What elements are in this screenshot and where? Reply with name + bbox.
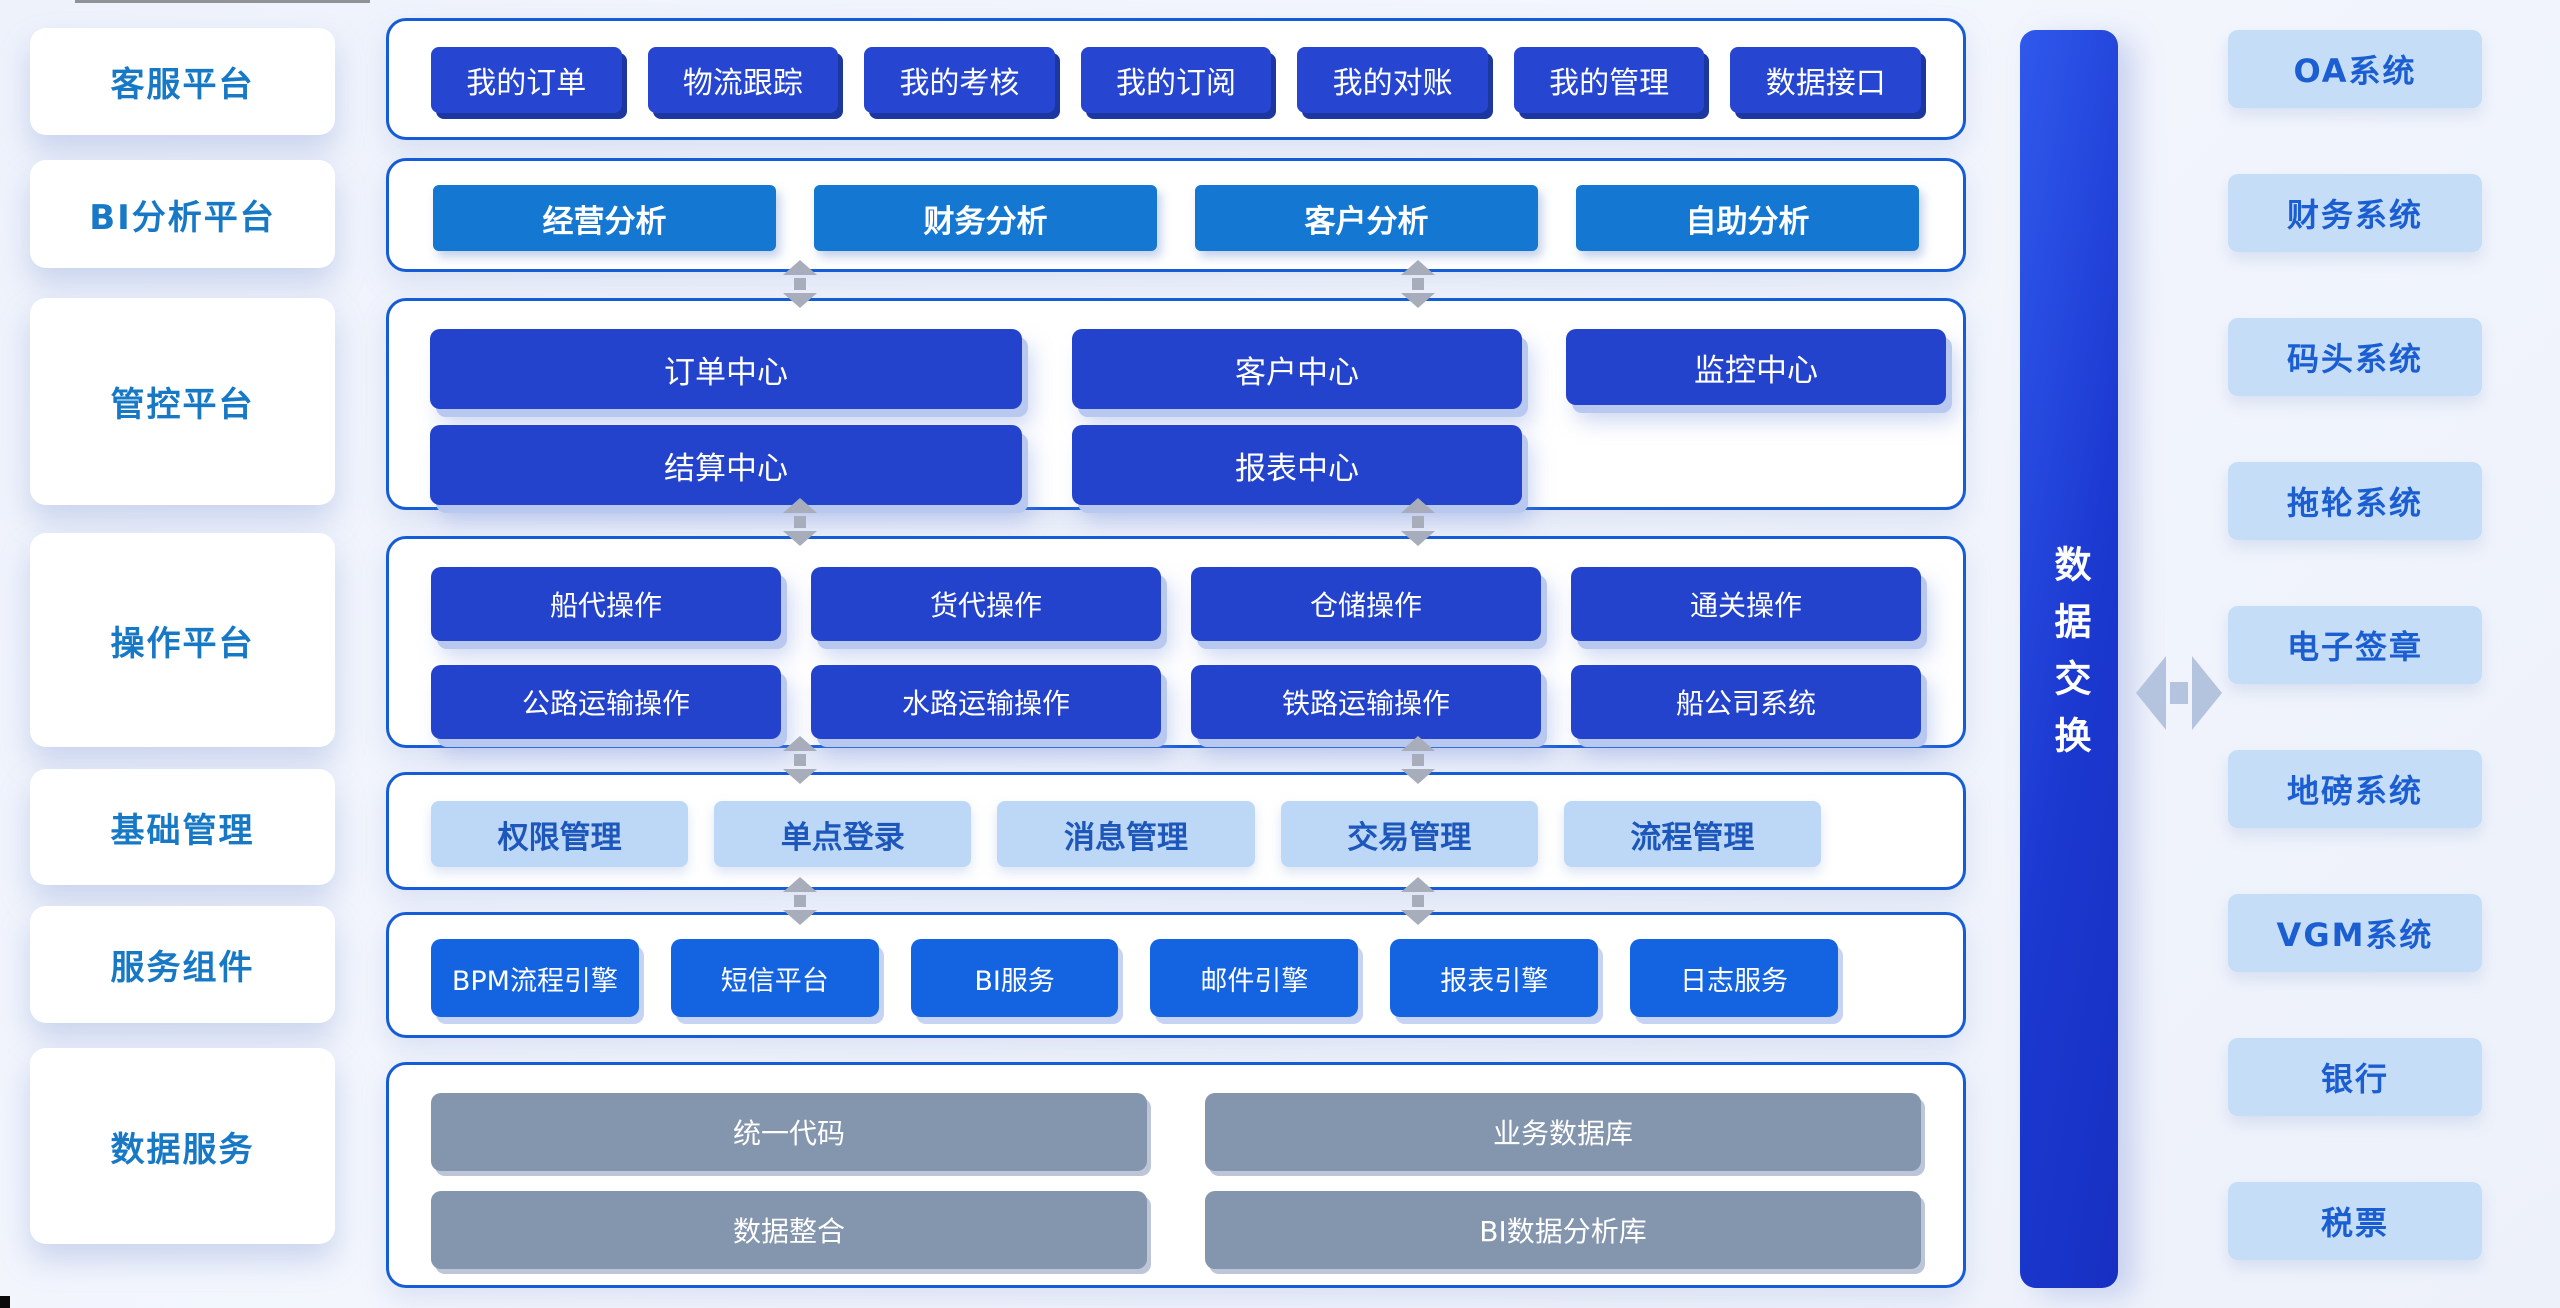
module-chip: 订单中心 [430, 329, 1022, 409]
external-system-card: VGM系统 [2228, 894, 2482, 972]
external-system-label: 银行 [2320, 1060, 2389, 1098]
vertical-double-arrow-icon [783, 498, 817, 546]
platform-card-base-management: 基础管理 [30, 769, 335, 885]
module-chip: 客户中心 [1072, 329, 1522, 409]
module-chip: 我的订阅 [1080, 47, 1272, 113]
module-chip: 数据整合 [431, 1191, 1147, 1269]
base-management-row: 权限管理 单点登录 消息管理 交易管理 流程管理 [431, 801, 1822, 867]
module-chip: 我的订单 [431, 47, 622, 113]
external-system-label: 税票 [2320, 1204, 2389, 1242]
external-system-card: 电子签章 [2228, 606, 2482, 684]
platform-label: 管控平台 [110, 385, 255, 425]
vertical-double-arrow-icon [1401, 736, 1435, 784]
module-chip: 邮件引擎 [1150, 939, 1359, 1017]
data-service-row-2: 数据整合 BI数据分析库 [431, 1191, 1921, 1269]
module-chip: 交易管理 [1280, 801, 1538, 867]
service-components-row: BPM流程引擎 短信平台 BI服务 邮件引擎 报表引擎 日志服务 [431, 939, 1838, 1017]
module-chip: 我的管理 [1513, 47, 1705, 113]
vertical-double-arrow-icon [1401, 877, 1435, 925]
module-chip: 数据接口 [1730, 47, 1922, 113]
data-exchange-label: 数据交换 [2048, 545, 2091, 773]
module-chip: 船公司系统 [1571, 665, 1921, 739]
external-system-label: VGM系统 [2276, 916, 2434, 954]
data-service-row-1: 统一代码 业务数据库 [431, 1093, 1921, 1171]
external-system-label: 码头系统 [2286, 340, 2423, 378]
module-chip: 货代操作 [811, 567, 1161, 641]
section-base-management: 权限管理 单点登录 消息管理 交易管理 流程管理 [386, 772, 1966, 890]
customer-service-row: 我的订单 物流跟踪 我的考核 我的订阅 我的对账 我的管理 数据接口 [431, 47, 1922, 113]
operation-row-2: 公路运输操作 水路运输操作 铁路运输操作 船公司系统 [431, 665, 1921, 739]
module-chip: 流程管理 [1563, 801, 1822, 867]
platform-card-customer-service: 客服平台 [30, 28, 335, 135]
platform-card-control: 管控平台 [30, 298, 335, 505]
section-control: 订单中心 客户中心 监控中心 结算中心 报表中心 [386, 298, 1966, 510]
module-chip: 我的对账 [1297, 47, 1488, 113]
screen-corner-artifact [0, 1296, 10, 1308]
module-chip: 单点登录 [714, 801, 972, 867]
vertical-double-arrow-icon [783, 736, 817, 784]
section-data-service: 统一代码 业务数据库 数据整合 BI数据分析库 [386, 1062, 1966, 1288]
module-chip: 结算中心 [430, 425, 1022, 505]
screen-edge-artifact [75, 0, 370, 3]
module-chip: 报表引擎 [1390, 939, 1599, 1017]
vertical-double-arrow-icon [1401, 498, 1435, 546]
external-system-card: 银行 [2228, 1038, 2482, 1116]
module-chip: 消息管理 [997, 801, 1255, 867]
module-chip: 物流跟踪 [647, 47, 839, 113]
external-system-card: OA系统 [2228, 30, 2482, 108]
module-chip: 公路运输操作 [431, 665, 781, 739]
module-chip: BI数据分析库 [1205, 1191, 1921, 1269]
module-chip: 通关操作 [1571, 567, 1921, 641]
vertical-double-arrow-icon [1401, 260, 1435, 308]
external-system-label: 电子签章 [2286, 628, 2423, 666]
module-chip: 财务分析 [814, 185, 1157, 251]
section-operation: 船代操作 货代操作 仓储操作 通关操作 公路运输操作 水路运输操作 铁路运输操作… [386, 536, 1966, 748]
external-system-card: 地磅系统 [2228, 750, 2482, 828]
platform-label: 客服平台 [110, 65, 255, 105]
platform-label: 基础管理 [110, 810, 255, 851]
module-chip: BI服务 [910, 939, 1119, 1017]
module-chip: 日志服务 [1630, 939, 1838, 1017]
module-chip: 自助分析 [1576, 185, 1919, 251]
platform-label: BI分析平台 [89, 197, 276, 238]
platform-label: 数据服务 [110, 1129, 255, 1170]
external-system-card: 码头系统 [2228, 318, 2482, 396]
module-chip: 仓储操作 [1191, 567, 1541, 641]
external-system-label: 拖轮系统 [2286, 484, 2423, 522]
bi-analysis-row: 经营分析 财务分析 客户分析 自助分析 [433, 185, 1919, 251]
module-chip: 报表中心 [1072, 425, 1522, 505]
module-chip: 业务数据库 [1205, 1093, 1921, 1171]
horizontal-double-arrow-icon [2136, 656, 2228, 730]
external-system-card: 税票 [2228, 1182, 2482, 1260]
platform-label: 操作平台 [110, 623, 255, 664]
section-service-components: BPM流程引擎 短信平台 BI服务 邮件引擎 报表引擎 日志服务 [386, 912, 1966, 1038]
module-chip: 客户分析 [1195, 185, 1538, 251]
external-system-label: 地磅系统 [2286, 772, 2423, 810]
platform-card-service-components: 服务组件 [30, 906, 335, 1023]
platform-card-bi-analysis: BI分析平台 [30, 160, 335, 268]
platform-card-operation: 操作平台 [30, 533, 335, 747]
external-system-label: OA系统 [2293, 52, 2417, 90]
module-chip: 统一代码 [431, 1093, 1147, 1171]
platform-label: 服务组件 [110, 948, 255, 988]
module-chip: 权限管理 [431, 801, 689, 867]
module-chip: 监控中心 [1566, 329, 1946, 405]
section-customer-service: 我的订单 物流跟踪 我的考核 我的订阅 我的对账 我的管理 数据接口 [386, 18, 1966, 140]
module-chip: 短信平台 [670, 939, 879, 1017]
external-system-label: 财务系统 [2286, 196, 2423, 234]
module-chip: 船代操作 [431, 567, 781, 641]
section-bi-analysis: 经营分析 财务分析 客户分析 自助分析 [386, 158, 1966, 272]
operation-row-1: 船代操作 货代操作 仓储操作 通关操作 [431, 567, 1921, 641]
external-system-card: 财务系统 [2228, 174, 2482, 252]
module-chip: BPM流程引擎 [431, 939, 639, 1017]
data-exchange-bar: 数据交换 [2020, 30, 2118, 1288]
module-chip: 经营分析 [433, 185, 776, 251]
vertical-double-arrow-icon [783, 260, 817, 308]
vertical-double-arrow-icon [783, 877, 817, 925]
external-system-card: 拖轮系统 [2228, 462, 2482, 540]
module-chip: 水路运输操作 [811, 665, 1161, 739]
module-chip: 我的考核 [864, 47, 1055, 113]
platform-card-data-service: 数据服务 [30, 1048, 335, 1244]
module-chip: 铁路运输操作 [1191, 665, 1541, 739]
